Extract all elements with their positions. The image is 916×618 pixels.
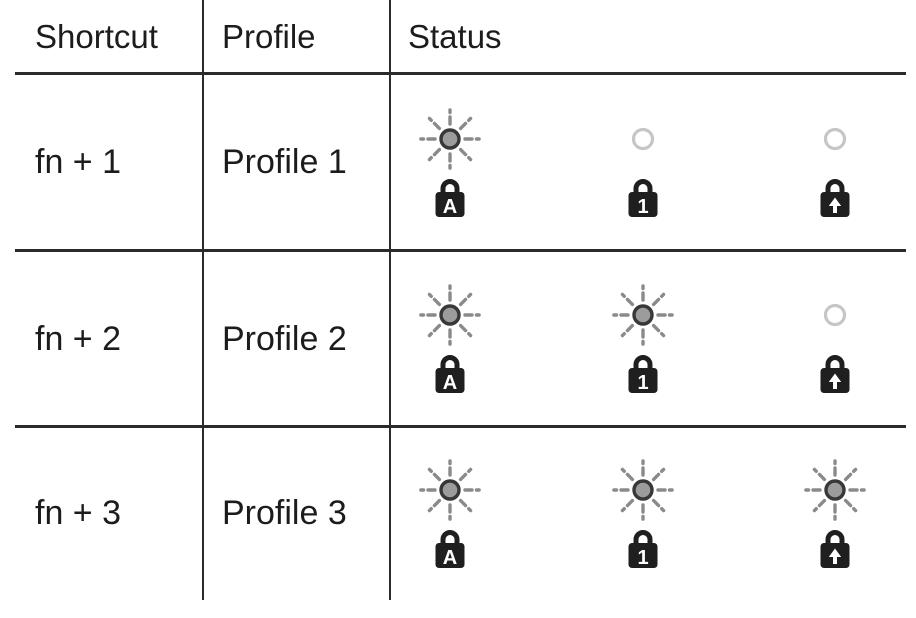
svg-text:A: A bbox=[443, 372, 457, 394]
profile-cell: Profile 3 bbox=[222, 494, 347, 532]
svg-text:A: A bbox=[443, 547, 457, 569]
num-lock-icon: 1 bbox=[628, 529, 657, 569]
caps-lock-icon: A bbox=[435, 178, 465, 218]
profile-cell: Profile 1 bbox=[222, 143, 347, 181]
led-blinking-icon bbox=[610, 283, 675, 347]
shortcut-cell: fn + 1 bbox=[35, 143, 122, 181]
status-cell: A 1 bbox=[390, 251, 916, 427]
scroll-lock-icon bbox=[820, 178, 850, 217]
led-indicator-group bbox=[803, 283, 867, 395]
row-divider bbox=[15, 425, 906, 428]
led-off-icon bbox=[631, 127, 654, 150]
svg-text:1: 1 bbox=[637, 547, 648, 569]
row-divider bbox=[15, 249, 906, 252]
profile-cell: Profile 2 bbox=[222, 319, 347, 358]
table-grid: Shortcut Profile Status fn + 1 Profile 1… bbox=[35, 18, 916, 600]
led-blinking-icon bbox=[418, 106, 482, 171]
led-indicator-group: A bbox=[418, 106, 482, 219]
column-header-status: Status bbox=[408, 18, 502, 55]
led-indicator-group: 1 bbox=[611, 107, 675, 219]
led-blinking-icon bbox=[803, 457, 867, 522]
led-indicator-group: 1 bbox=[610, 457, 675, 570]
num-lock-icon: 1 bbox=[628, 178, 657, 218]
status-cell: A 1 bbox=[390, 427, 916, 600]
led-blinking-icon bbox=[610, 457, 675, 522]
scroll-lock-icon bbox=[820, 529, 850, 568]
column-divider bbox=[389, 0, 391, 600]
led-indicator-group: A bbox=[418, 457, 482, 570]
led-indicator-group bbox=[803, 457, 867, 570]
scroll-lock-icon bbox=[820, 355, 850, 393]
status-cell: A 1 bbox=[390, 74, 916, 251]
svg-text:1: 1 bbox=[637, 372, 648, 394]
led-indicator-group bbox=[803, 107, 867, 219]
led-indicator-group: A bbox=[418, 283, 482, 395]
shortcut-cell: fn + 2 bbox=[35, 319, 122, 358]
led-off-icon bbox=[823, 303, 847, 327]
led-off-icon bbox=[823, 127, 847, 150]
caps-lock-icon: A bbox=[435, 529, 465, 569]
column-header-shortcut: Shortcut bbox=[35, 18, 158, 55]
num-lock-icon: 1 bbox=[628, 355, 657, 394]
caps-lock-icon: A bbox=[435, 355, 465, 394]
column-header-profile: Profile bbox=[222, 18, 316, 55]
column-divider bbox=[202, 0, 204, 600]
led-blinking-icon bbox=[418, 457, 482, 522]
row-divider bbox=[15, 72, 906, 75]
shortcut-cell: fn + 3 bbox=[35, 494, 122, 532]
svg-text:1: 1 bbox=[637, 196, 648, 218]
led-blinking-icon bbox=[418, 283, 482, 347]
led-indicator-group: 1 bbox=[610, 283, 675, 395]
svg-text:A: A bbox=[443, 196, 457, 218]
